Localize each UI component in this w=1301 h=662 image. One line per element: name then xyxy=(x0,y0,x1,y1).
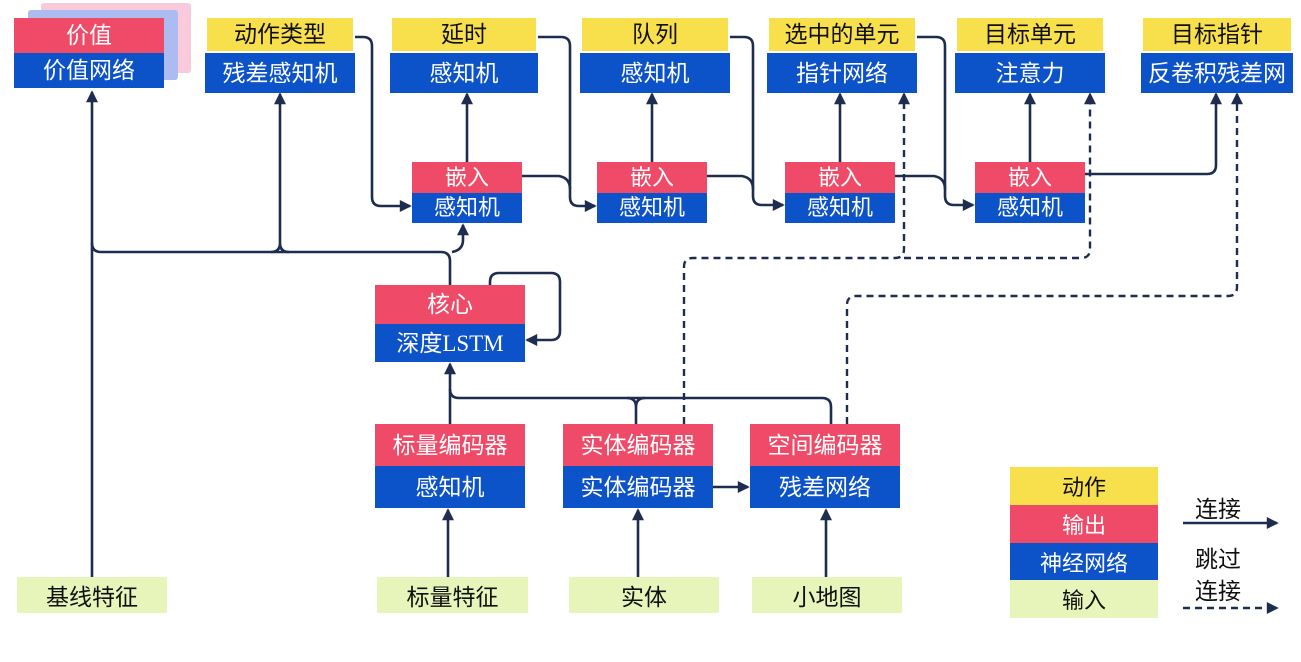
connector-actiontype-to-embed1 xyxy=(355,35,412,212)
legend-solid-label: 连接 xyxy=(1195,497,1241,522)
legend-input-chip: 输入 xyxy=(1010,580,1158,618)
node-embed1-label: 嵌入 xyxy=(412,162,522,193)
node-core: 核心 深度LSTM xyxy=(375,285,525,362)
connector-delay-to-embed2 xyxy=(538,35,597,212)
node-entity-encoder-network-label: 实体编码器 xyxy=(563,466,713,508)
connector-core-to-embed1 xyxy=(451,223,469,254)
node-selected-units: 选中的单元 指针网络 xyxy=(767,16,917,93)
node-embed4-network-label: 感知机 xyxy=(975,193,1085,223)
node-value-output-label: 价值 xyxy=(14,18,164,53)
node-action-type: 动作类型 残差感知机 xyxy=(205,16,355,93)
legend-color-key: 动作 输出 神经网络 输入 xyxy=(1010,467,1158,618)
connector-core-output-left xyxy=(90,242,452,285)
node-queue-network-label: 感知机 xyxy=(580,53,730,93)
skip-spatial-to-deconv xyxy=(845,92,1243,424)
node-target-pointer: 目标指针 反卷积残差网 xyxy=(1141,16,1293,93)
legend-network-chip: 神经网络 xyxy=(1010,543,1158,580)
node-entity-encoder-label: 实体编码器 xyxy=(563,424,713,466)
skip-entity-to-attention xyxy=(904,92,1096,260)
node-value: 价值 价值网络 xyxy=(14,18,164,88)
skip-entity-to-pointer xyxy=(682,92,910,424)
node-embed4-label: 嵌入 xyxy=(975,162,1085,193)
node-delay: 延时 感知机 xyxy=(390,16,538,93)
node-scalar-encoder-network-label: 感知机 xyxy=(375,466,525,508)
node-embed1: 嵌入 感知机 xyxy=(412,162,522,223)
connector-selected-to-embed4 xyxy=(917,35,975,211)
legend-skip-label-line1: 跳过 xyxy=(1195,547,1241,572)
node-embed4: 嵌入 感知机 xyxy=(975,162,1085,223)
node-embed2: 嵌入 感知机 xyxy=(597,162,707,223)
node-queue: 队列 感知机 xyxy=(580,16,730,93)
legend-action-chip: 动作 xyxy=(1010,467,1158,505)
node-selected-units-label: 选中的单元 xyxy=(767,16,917,53)
legend-output-chip: 输出 xyxy=(1010,505,1158,543)
input-baseline-features: 基线特征 xyxy=(17,577,167,613)
connector-queue-to-embed3 xyxy=(730,35,785,211)
node-core-label: 核心 xyxy=(375,285,525,324)
node-scalar-encoder-label: 标量编码器 xyxy=(375,424,525,466)
node-embed3: 嵌入 感知机 xyxy=(785,162,895,223)
node-core-network-label: 深度LSTM xyxy=(375,324,525,362)
node-target-unit: 目标单元 注意力 xyxy=(955,16,1105,93)
connector-spatial-up xyxy=(448,388,833,424)
node-target-pointer-network-label: 反卷积残差网 xyxy=(1141,53,1293,93)
connector-core-self-loop xyxy=(488,271,562,346)
node-spatial-encoder-network-label: 残差网络 xyxy=(750,466,900,508)
node-spatial-encoder: 空间编码器 残差网络 xyxy=(750,424,900,508)
connector-embed4-to-deconv xyxy=(1085,92,1222,176)
node-queue-label: 队列 xyxy=(580,16,730,53)
connector-entity-up xyxy=(626,396,646,424)
node-entity-encoder: 实体编码器 实体编码器 xyxy=(563,424,713,508)
connector-embed2-output xyxy=(707,174,755,190)
node-scalar-encoder: 标量编码器 感知机 xyxy=(375,424,525,508)
node-embed3-label: 嵌入 xyxy=(785,162,895,193)
node-delay-network-label: 感知机 xyxy=(390,53,538,93)
node-value-network-label: 价值网络 xyxy=(14,53,164,88)
connector-embed3-output xyxy=(895,174,947,190)
node-spatial-encoder-label: 空间编码器 xyxy=(750,424,900,466)
node-embed1-network-label: 感知机 xyxy=(412,193,522,223)
input-minimap: 小地图 xyxy=(752,577,902,613)
node-target-unit-label: 目标单元 xyxy=(955,16,1105,53)
node-action-type-network-label: 残差感知机 xyxy=(205,53,355,93)
node-embed2-label: 嵌入 xyxy=(597,162,707,193)
node-delay-label: 延时 xyxy=(390,16,538,53)
input-entities: 实体 xyxy=(569,577,719,613)
node-embed2-network-label: 感知机 xyxy=(597,193,707,223)
node-target-pointer-label: 目标指针 xyxy=(1141,16,1293,53)
node-action-type-label: 动作类型 xyxy=(205,16,355,53)
legend-skip-label-line2: 连接 xyxy=(1195,579,1241,604)
node-target-unit-network-label: 注意力 xyxy=(955,53,1105,93)
connector-embed1-output xyxy=(522,174,572,190)
node-embed3-network-label: 感知机 xyxy=(785,193,895,223)
connector-to-actiontype xyxy=(271,94,289,254)
input-scalar-features: 标量特征 xyxy=(377,577,528,613)
node-selected-units-network-label: 指针网络 xyxy=(767,53,917,93)
